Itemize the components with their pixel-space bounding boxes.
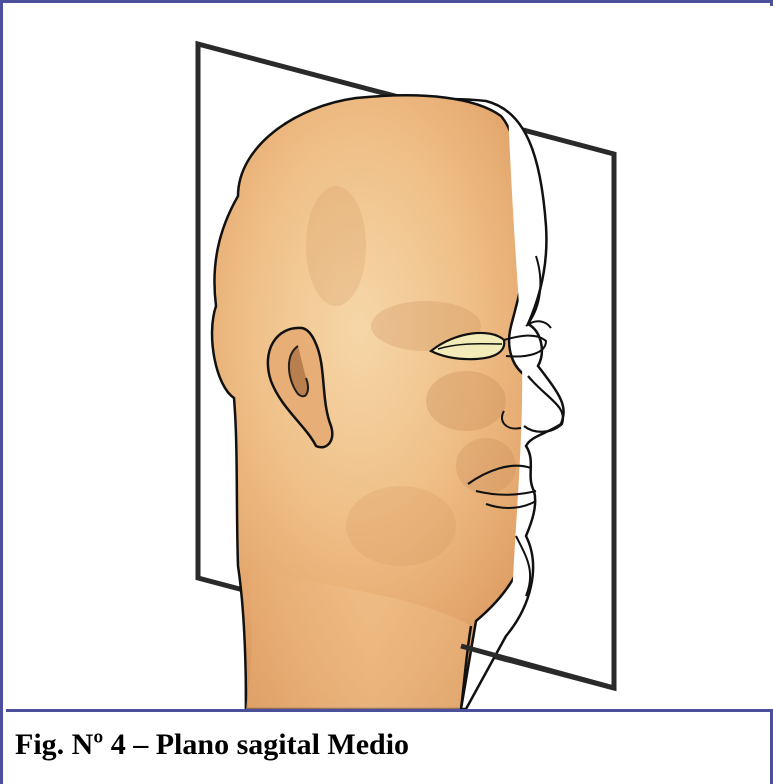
head-icon: [212, 95, 564, 709]
sagittal-plane-illustration: [6, 6, 773, 709]
figure-caption: Fig. Nº 4 – Plano sagital Medio: [15, 727, 409, 763]
caption-divider: [6, 709, 773, 712]
figure-illustration: [6, 6, 773, 709]
